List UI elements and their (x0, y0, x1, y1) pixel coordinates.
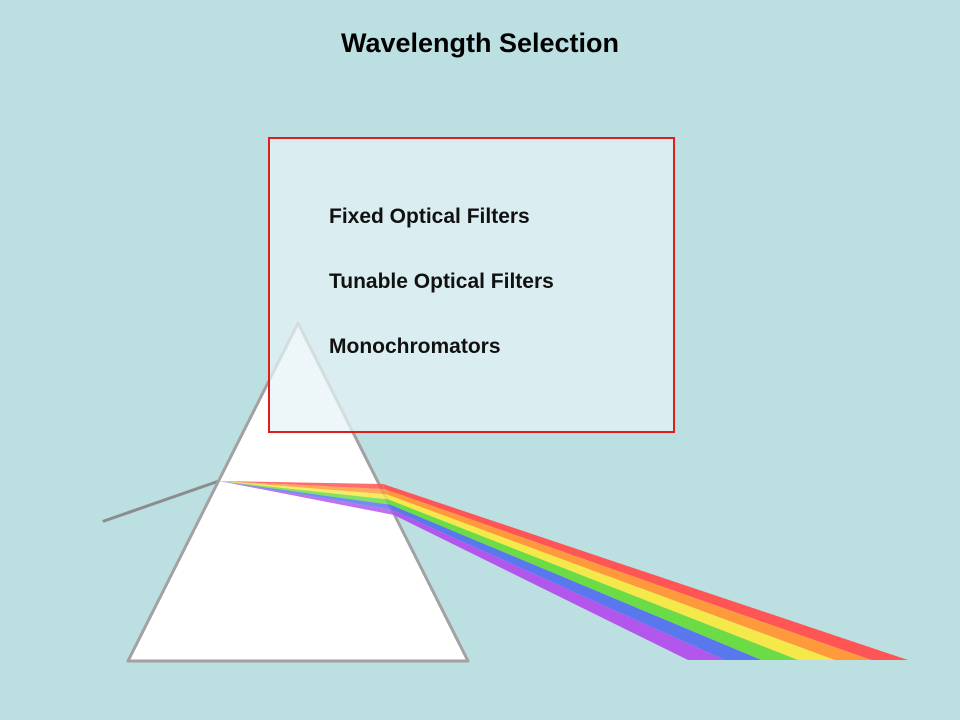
spectrum-beam (383, 484, 908, 660)
list-item: Tunable Optical Filters (329, 270, 554, 293)
incident-light-ray (102, 479, 221, 523)
internal-band (219, 481, 393, 510)
internal-band (219, 481, 387, 495)
slide-title: Wavelength Selection (340, 28, 620, 58)
internal-spectrum (219, 481, 394, 515)
internal-band (219, 481, 391, 505)
list-item: Monochromators (329, 335, 501, 358)
spectrum-band (383, 484, 908, 660)
spectrum-band (384, 489, 872, 660)
method-list: Fixed Optical Filters Tunable Optical Fi… (329, 205, 554, 400)
spectrum-band (386, 494, 835, 660)
internal-band (219, 481, 394, 515)
spectrum-band (390, 504, 762, 660)
spectrum-band (392, 509, 725, 660)
content-box: Fixed Optical Filters Tunable Optical Fi… (268, 137, 675, 433)
spectrum-band (388, 499, 798, 660)
list-item: Fixed Optical Filters (329, 205, 530, 228)
internal-band (219, 481, 385, 490)
